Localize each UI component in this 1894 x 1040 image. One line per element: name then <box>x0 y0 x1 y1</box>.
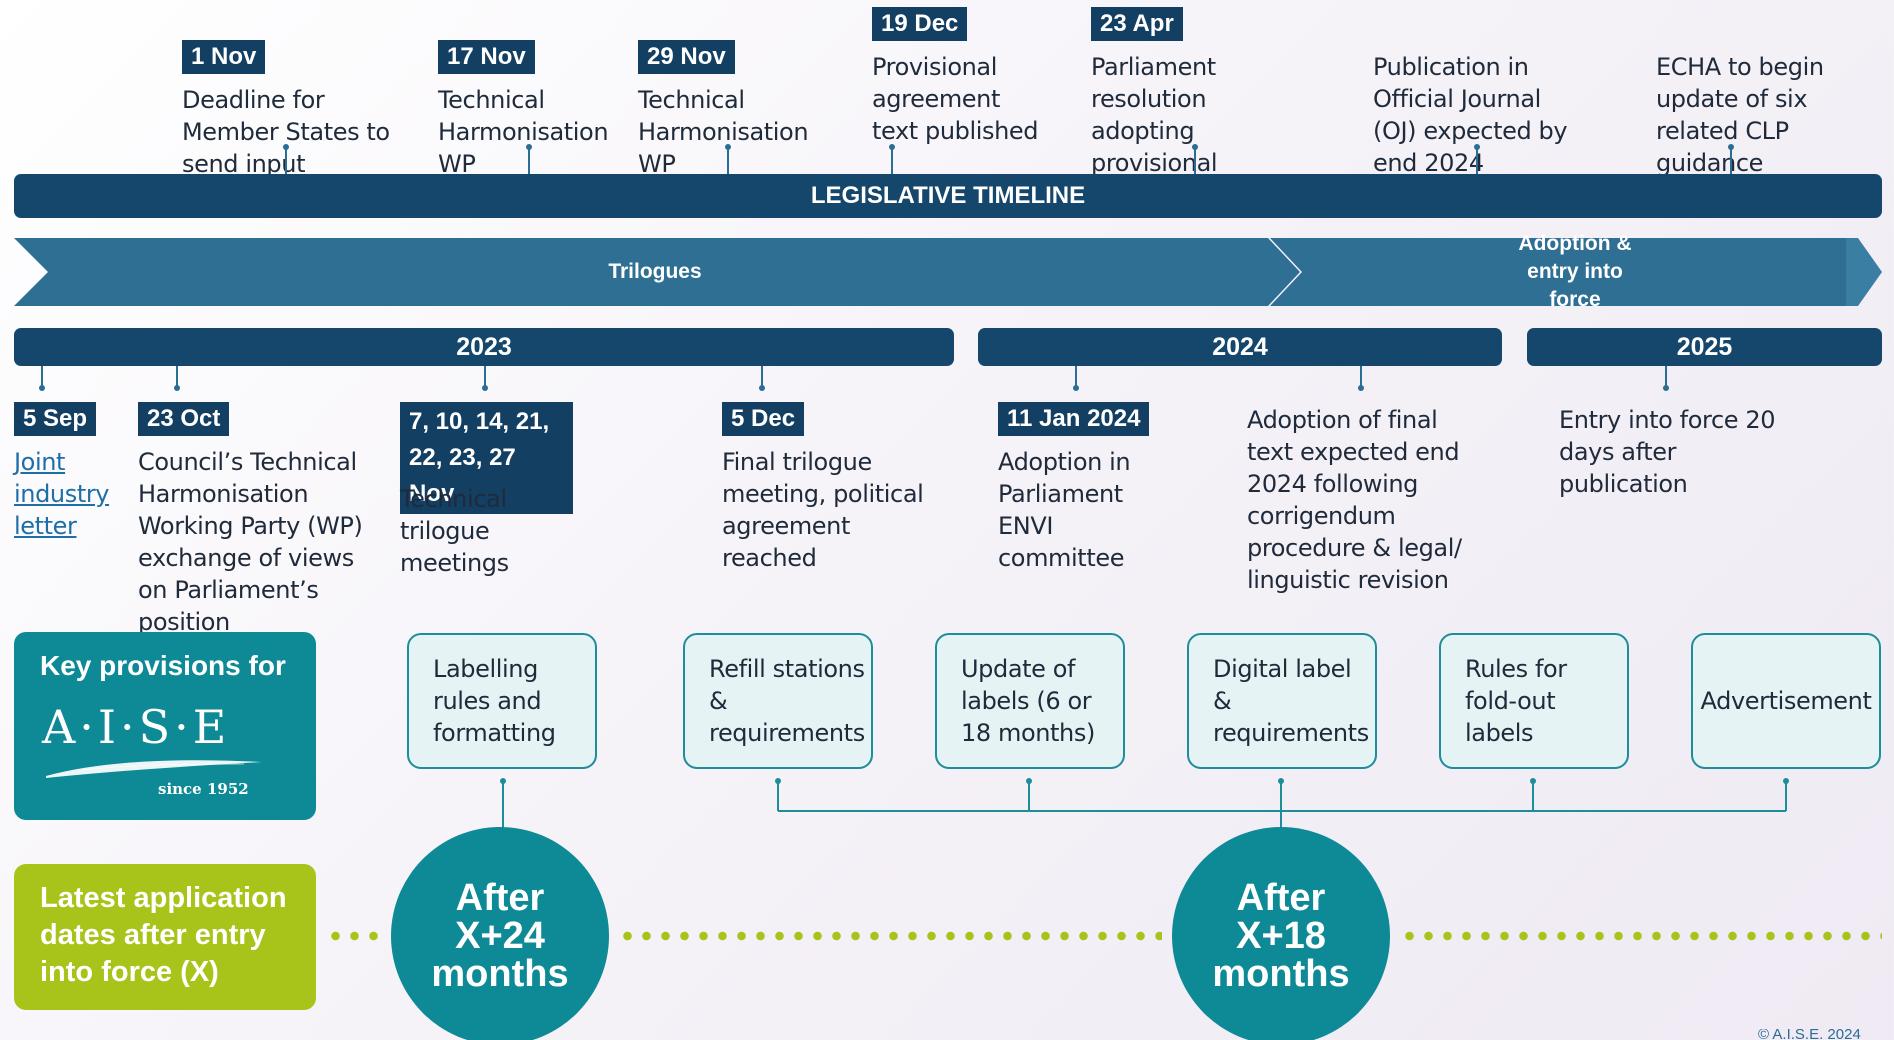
circle-line: X+18 <box>1236 915 1326 957</box>
aise-since: since 1952 <box>158 780 249 798</box>
application-dates-label: Latest application dates after entry int… <box>40 882 287 988</box>
circle-line: months <box>1212 953 1350 995</box>
date-badge-19-dec: 19 Dec <box>872 7 968 41</box>
event-member-states-input: Deadline for Member States to send input <box>182 86 390 178</box>
key-provisions-title: Key provisions for <box>40 650 286 681</box>
provision-fold-out-labels: Rules for fold-out labels <box>1439 633 1629 769</box>
date-badge-11-jan-2024: 11 Jan 2024 <box>998 402 1150 436</box>
tick <box>1476 147 1478 175</box>
phase-adoption-entry: Adoption & entry into force <box>1518 232 1632 311</box>
tick <box>891 147 893 175</box>
event-final-text-adoption: Adoption of final text expected end 2024… <box>1247 406 1462 594</box>
copyright: © A.I.S.E. 2024 <box>1758 1029 1861 1040</box>
dotted-line-1 <box>326 931 382 941</box>
year-bar-2024: 2024 <box>978 328 1502 366</box>
legislative-timeline-bar: LEGISLATIVE TIMELINE <box>14 174 1882 218</box>
tick <box>41 366 43 390</box>
tick-dot <box>725 144 731 150</box>
aise-logo-swoosh <box>46 760 262 778</box>
tick <box>176 366 178 390</box>
tick <box>285 147 287 175</box>
date-badge-5-sep: 5 Sep <box>14 402 97 436</box>
event-technical-trilogues: Technical trilogue meetings <box>400 485 509 577</box>
event-envi-adoption: Adoption in Parliament ENVI committee <box>998 448 1131 572</box>
circle-line: After <box>455 877 545 919</box>
tick-dot <box>759 385 765 391</box>
dotted-line-3 <box>1400 931 1882 941</box>
circle-line: months <box>431 953 569 995</box>
event-official-journal: Publication in Official Journal (OJ) exp… <box>1373 53 1568 177</box>
circle-after-x18-months: After X+18 months <box>1172 827 1390 1040</box>
tick <box>528 147 530 175</box>
key-provisions-panel: Key provisions for A·I·S·E since 1952 <box>14 632 316 820</box>
date-badge-29-nov: 29 Nov <box>638 40 735 74</box>
circle-line: X+24 <box>455 915 545 957</box>
aise-logo-text: A·I·S·E <box>42 700 231 754</box>
tick-dot <box>1728 144 1734 150</box>
tick-dot <box>1474 144 1480 150</box>
date-badge-23-apr: 23 Apr <box>1091 7 1183 41</box>
provision-refill-stations: Refill stations & requirements <box>683 633 873 769</box>
application-dates-panel: Latest application dates after entry int… <box>14 864 316 1010</box>
tick-dot <box>39 385 45 391</box>
date-badge-17-nov: 17 Nov <box>438 40 535 74</box>
circle-after-x24-months: After X+24 months <box>391 827 609 1040</box>
event-technical-wp-17-nov: Technical Harmonisation WP <box>438 86 609 178</box>
tick-dot <box>283 144 289 150</box>
provision-update-labels: Update of labels (6 or 18 months) <box>935 633 1125 769</box>
tick <box>484 366 486 390</box>
event-technical-wp-29-nov: Technical Harmonisation WP <box>638 86 809 178</box>
provision-connectors <box>500 778 1789 869</box>
date-badge-5-dec: 5 Dec <box>722 402 805 436</box>
tick <box>1730 147 1732 175</box>
circle-line: After <box>1236 877 1326 919</box>
tick-dot <box>526 144 532 150</box>
provision-advertisement: Advertisement <box>1691 633 1881 769</box>
tick-dot <box>1663 385 1669 391</box>
date-badge-23-oct: 23 Oct <box>138 402 230 436</box>
tick <box>1075 366 1077 390</box>
event-provisional-agreement: Provisional agreement text published <box>872 53 1039 145</box>
tick-dot <box>1073 385 1079 391</box>
event-council-wp-views: Council’s Technical Harmonisation Workin… <box>138 448 363 636</box>
date-badge-1-nov: 1 Nov <box>182 40 266 74</box>
dotted-line-2 <box>618 931 1162 941</box>
joint-industry-letter-link[interactable]: Joint industry letter <box>14 448 110 540</box>
year-bar-2025: 2025 <box>1527 328 1882 366</box>
tick <box>1360 366 1362 390</box>
tick-dot <box>1358 385 1364 391</box>
provision-digital-label: Digital label & requirements <box>1187 633 1377 769</box>
year-bar-2023: 2023 <box>14 328 954 366</box>
tick <box>1665 366 1667 390</box>
phase-chevrons <box>14 238 1882 306</box>
phase-trilogues: Trilogues <box>608 260 702 283</box>
tick-dot <box>889 144 895 150</box>
tick <box>761 366 763 390</box>
tick <box>727 147 729 175</box>
provision-labelling-rules: Labelling rules and formatting <box>407 633 597 769</box>
event-final-trilogue: Final trilogue meeting, political agreem… <box>722 448 924 572</box>
tick-dot <box>1192 144 1198 150</box>
tick-dot <box>482 385 488 391</box>
date-badge-nov-meetings: 7, 10, 14, 21, 22, 23, 27 Nov <box>400 402 573 514</box>
event-entry-into-force: Entry into force 20 days after publicati… <box>1559 406 1776 498</box>
tick <box>1194 147 1196 175</box>
tick-dot <box>174 385 180 391</box>
